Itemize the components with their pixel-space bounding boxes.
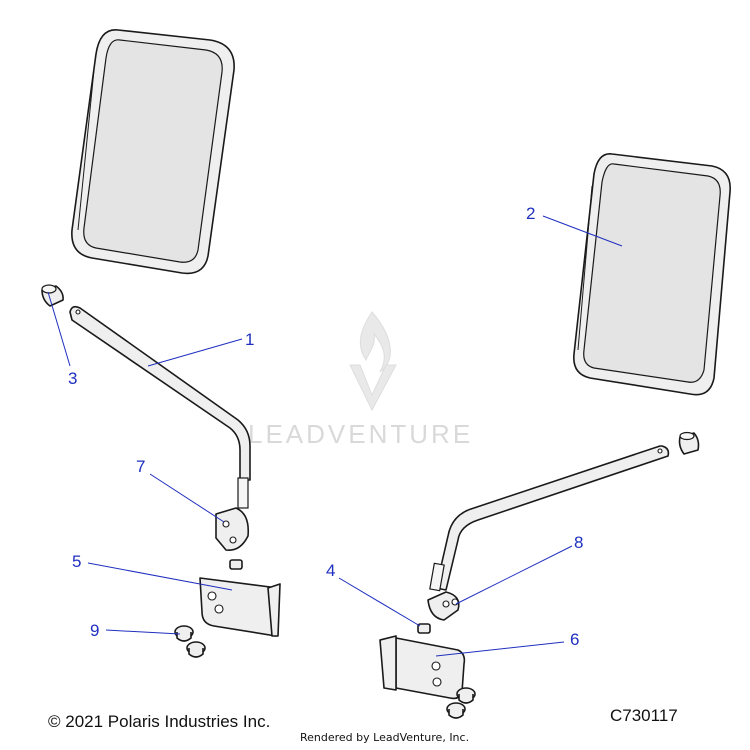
leader-3 [47, 291, 71, 367]
callout-7: 7 [136, 457, 145, 476]
callout-8: 8 [574, 533, 583, 552]
drawing-number: C730117 [610, 706, 678, 725]
arm-right [429, 445, 670, 592]
arm-left [69, 305, 251, 509]
pivot-right [427, 591, 460, 621]
callout-labels: 1 2 3 4 5 6 7 8 9 [68, 204, 583, 649]
cap-left [41, 284, 64, 307]
leader-lines [47, 215, 623, 657]
spacer-left [229, 559, 243, 570]
leader-6 [435, 641, 565, 657]
bracket-right [379, 635, 466, 700]
cap-right [678, 431, 700, 455]
chevron-logo-icon [349, 364, 397, 412]
copyright-text: © 2021 Polaris Industries Inc. [48, 712, 271, 731]
flame-logo-icon [359, 311, 391, 373]
mirror-left [71, 29, 235, 275]
callout-3: 3 [68, 369, 77, 388]
leader-8 [455, 545, 573, 605]
leadventure-watermark: LEADVENTURE [248, 311, 473, 449]
leader-5 [87, 562, 233, 591]
fastener-right-1 [456, 687, 476, 704]
watermark-text: LEADVENTURE [248, 419, 473, 449]
callout-4: 4 [326, 561, 335, 580]
leader-7 [149, 473, 225, 523]
pivot-left [215, 507, 250, 552]
fastener-left-1 [174, 625, 194, 642]
callout-6: 6 [570, 630, 579, 649]
leader-2 [542, 215, 623, 247]
callout-2: 2 [526, 204, 535, 223]
spacer-right [417, 623, 431, 634]
fastener-left-2 [186, 641, 206, 658]
fastener-right-2 [446, 702, 466, 719]
bracket-left [199, 577, 281, 637]
leader-4 [338, 577, 421, 627]
rendered-by-text: Rendered by LeadVenture, Inc. [300, 731, 470, 744]
mirror-right [573, 153, 731, 396]
callout-9: 9 [90, 621, 99, 640]
leader-1 [147, 338, 243, 367]
callout-1: 1 [245, 330, 254, 349]
leader-9 [105, 629, 181, 635]
callout-5: 5 [72, 552, 81, 571]
